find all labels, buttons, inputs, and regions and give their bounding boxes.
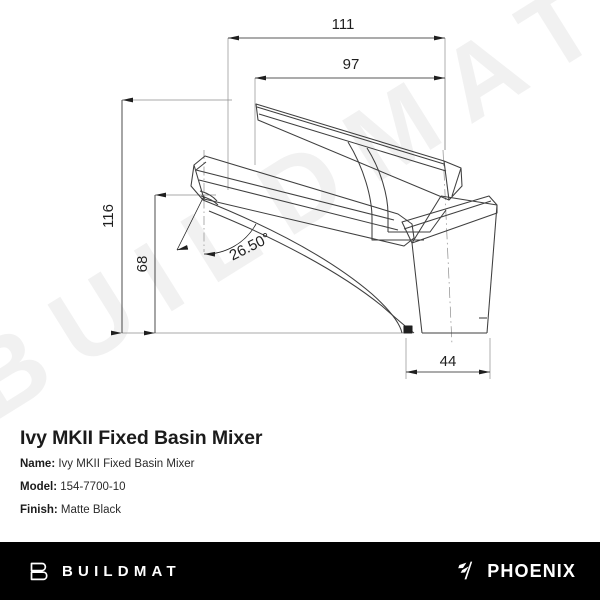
faucet-outline — [190, 103, 498, 334]
dimension-label-overall-height: 116 — [100, 204, 117, 228]
spec-label-model: Model: — [20, 481, 58, 493]
spec-row-finish: Finish: Matte Black — [20, 504, 121, 516]
spec-row-name: Name: Ivy MKII Fixed Basin Mixer — [20, 458, 194, 470]
spec-value-name: Ivy MKII Fixed Basin Mixer — [58, 458, 195, 470]
dimension-label-overall-width: 111 — [332, 16, 355, 33]
spout-base-fitting — [403, 325, 413, 334]
phoenix-wordmark: PHOENIX — [487, 560, 576, 581]
spec-value-finish: Matte Black — [60, 504, 121, 516]
dimension-label-spout-angle: 26.50° — [227, 230, 274, 265]
page-title: Ivy MKII Fixed Basin Mixer — [20, 427, 263, 449]
buildmat-b-mark-icon — [30, 562, 48, 580]
body-centreline — [442, 149, 453, 346]
spec-label-finish: Finish: — [20, 504, 58, 516]
product-info-block: Ivy MKII Fixed Basin Mixer Name: Ivy MKI… — [0, 420, 600, 542]
phoenix-brand[interactable]: PHOENIX — [457, 542, 576, 600]
phoenix-wing-mark-icon — [458, 561, 473, 580]
faucet-line-drawing — [111, 35, 498, 379]
spec-row-model: Model: 154-7700-10 — [20, 481, 126, 493]
brand-footer: BUILDMAT PHOENIX — [0, 542, 600, 600]
buildmat-wordmark: BUILDMAT — [62, 562, 181, 580]
body-right-edge — [486, 204, 498, 334]
spec-value-model: 154-7700-10 — [60, 481, 126, 493]
buildmat-brand[interactable]: BUILDMAT — [28, 542, 181, 600]
dimension-label-spout-reach: 97 — [343, 56, 360, 73]
body-left-edge — [411, 195, 442, 334]
extension-lines — [122, 38, 491, 379]
dimension-labels: 111 97 116 68 44 26.50° — [100, 16, 457, 370]
technical-drawing-area: BUILDMAT — [0, 0, 600, 420]
spec-label-name: Name: — [20, 458, 56, 470]
dimension-label-base-depth: 44 — [440, 353, 457, 370]
dimension-lines — [111, 35, 490, 375]
dimension-label-spout-height: 68 — [134, 256, 151, 273]
spout-upper-blade — [193, 155, 415, 247]
